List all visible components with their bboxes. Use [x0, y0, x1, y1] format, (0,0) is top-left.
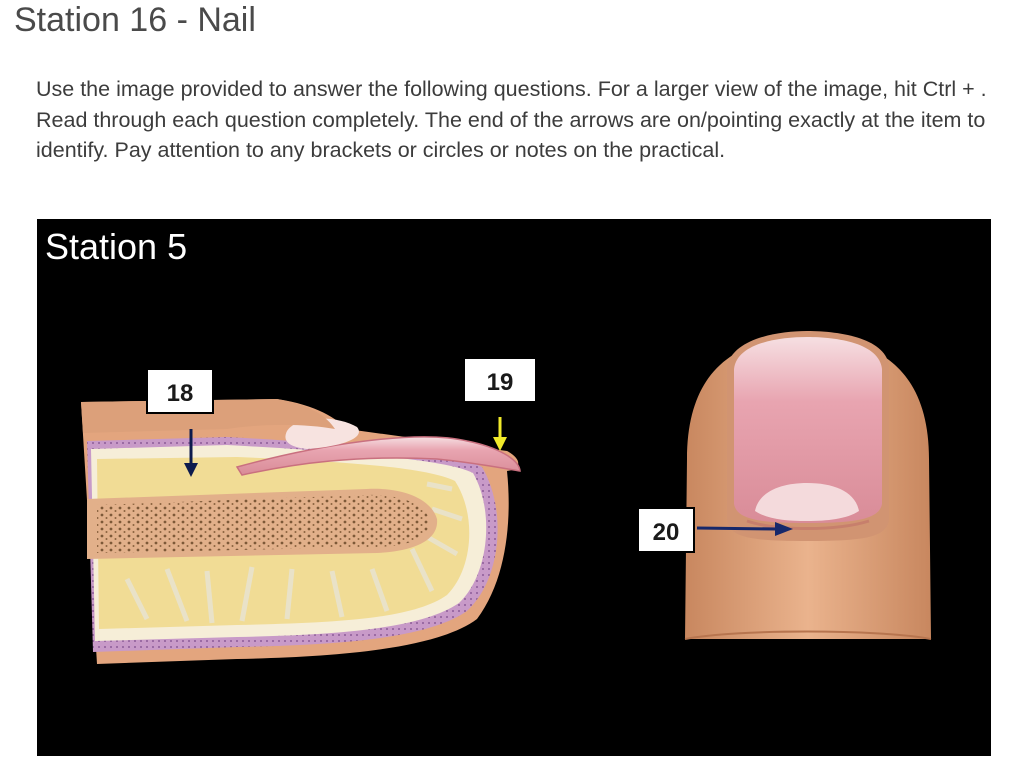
label-20-callout: 20 [637, 507, 793, 553]
instructions-text: Use the image provided to answer the fol… [36, 77, 987, 162]
figure-canvas: Station 5 [45, 226, 932, 664]
arrow-19-head [493, 437, 507, 451]
label-19-box [463, 357, 537, 403]
label-18-text: 18 [167, 380, 194, 407]
station-label: Station 5 [45, 226, 187, 267]
label-19-text: 19 [487, 369, 514, 396]
nail-anatomy-figure: Station 5 [37, 219, 991, 756]
arrow-20-head [775, 522, 793, 536]
label-20-box [637, 507, 695, 553]
label-18-callout: 18 [146, 368, 214, 477]
label-18-box [146, 368, 214, 414]
label-19-callout: 19 [463, 357, 537, 451]
arrow-20 [696, 526, 778, 531]
arrow-18-head [184, 463, 198, 477]
fingertip-dorsal-view [684, 331, 932, 640]
label-20-text: 20 [653, 519, 680, 546]
page-title: Station 16 - Nail [14, 1, 256, 39]
nail-cross-section [81, 399, 521, 664]
